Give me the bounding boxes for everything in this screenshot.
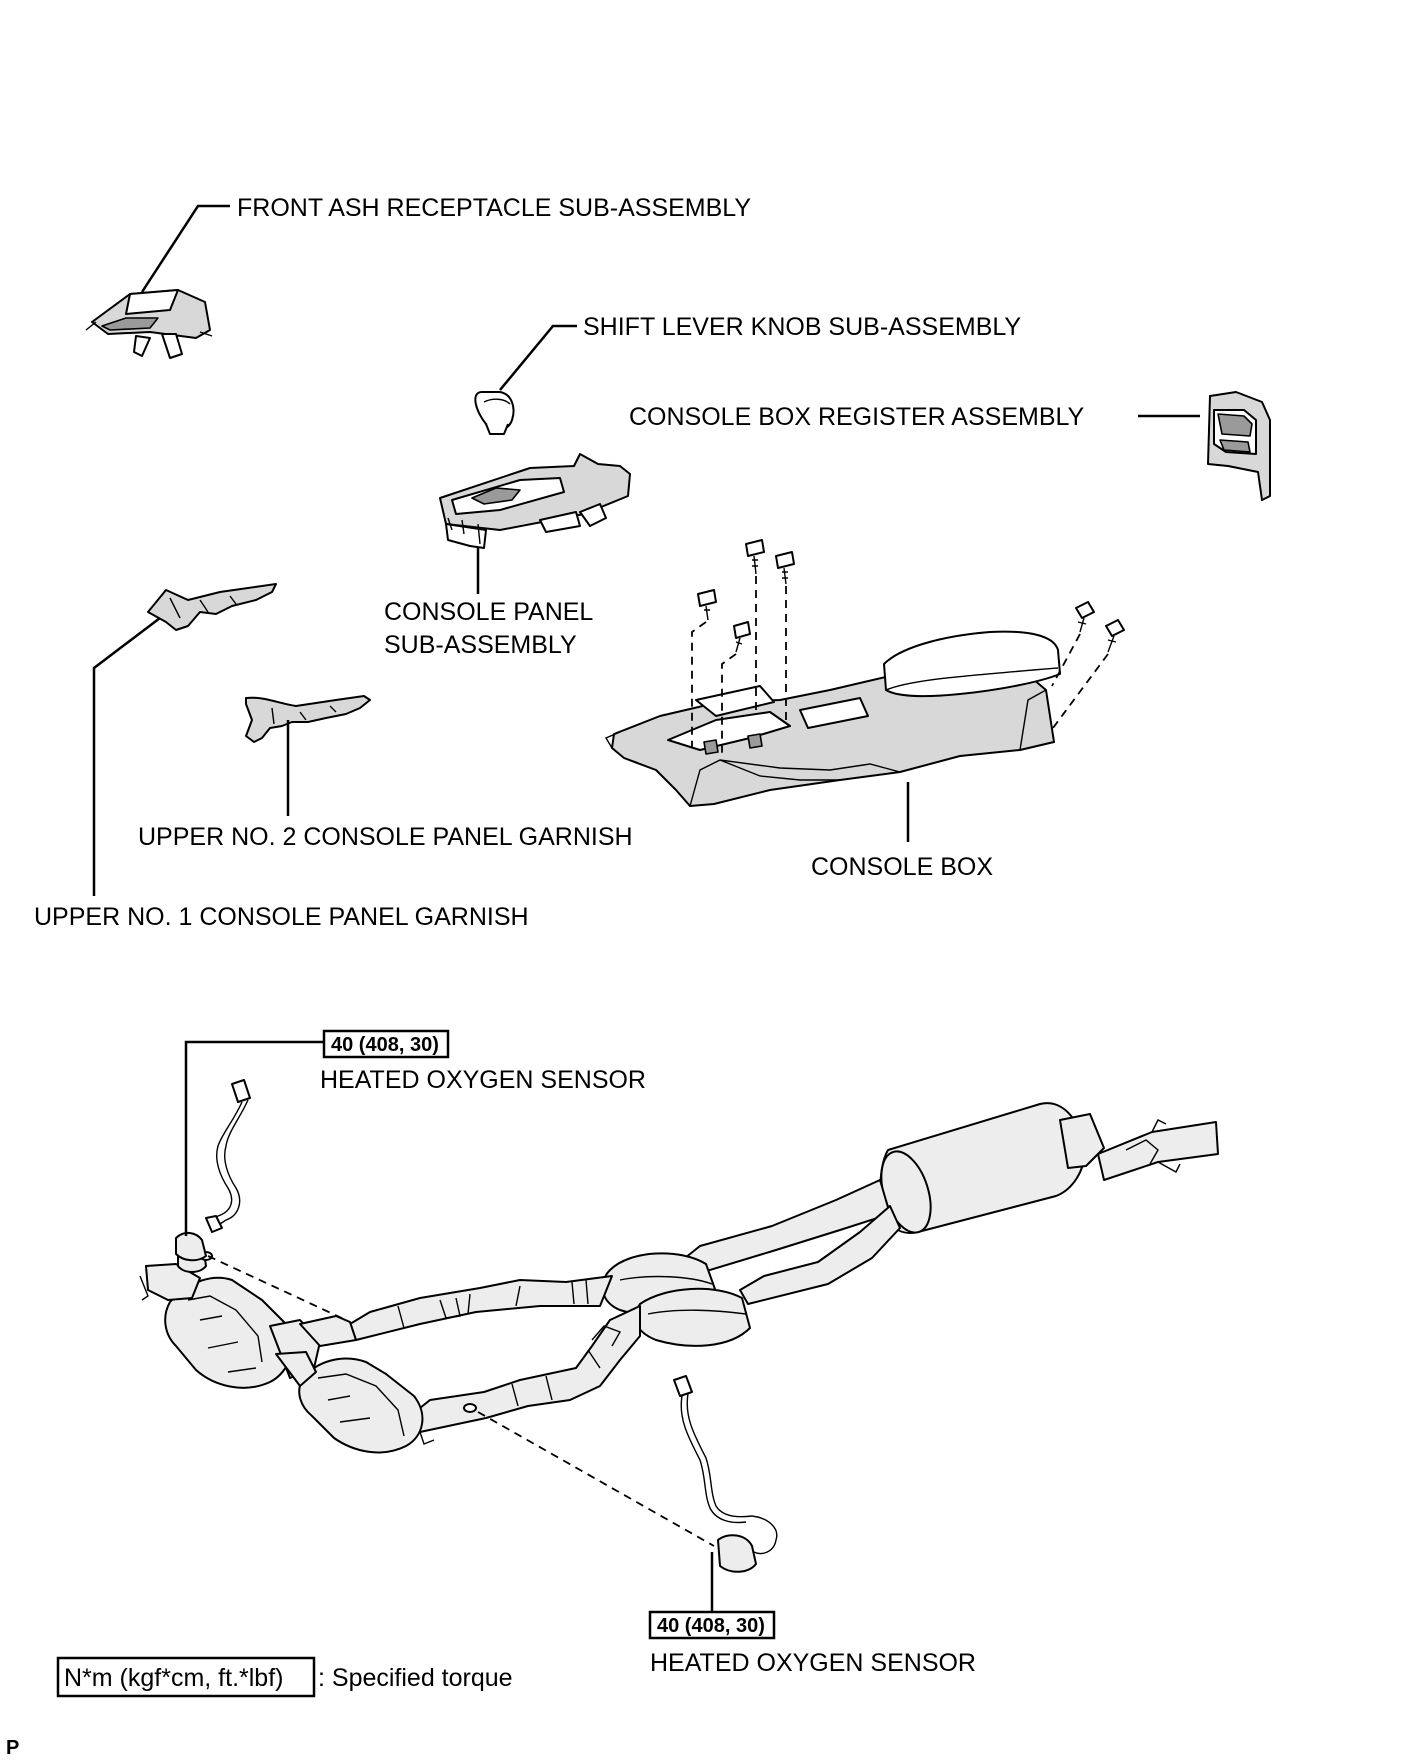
console-box-label: CONSOLE BOX xyxy=(811,853,993,881)
upper-heated-oxygen-sensor-part xyxy=(175,1079,251,1262)
legend-unit: N*m (kgf*cm, ft.*lbf) xyxy=(64,1664,283,1692)
lower-sensor-dashed-line xyxy=(477,1411,715,1547)
front-ash-receptacle-part xyxy=(85,289,213,359)
console-box-fastener-lines xyxy=(691,576,1109,756)
front-ash-receptacle-leader xyxy=(140,204,230,293)
front-ash-receptacle-label: FRONT ASH RECEPTACLE SUB-ASSEMBLY xyxy=(237,194,751,222)
shift-lever-knob-label: SHIFT LEVER KNOB SUB-ASSEMBLY xyxy=(583,313,1021,341)
upper-sensor-leader xyxy=(184,1040,324,1236)
exhaust-pipe-assembly xyxy=(139,1102,1219,1454)
console-box-part xyxy=(604,630,1061,807)
corner-code: P xyxy=(6,1737,19,1759)
upper-heated-oxygen-sensor-label: HEATED OXYGEN SENSOR xyxy=(320,1066,646,1094)
lower-heated-oxygen-sensor-part xyxy=(673,1375,778,1573)
legend-description: : Specified torque xyxy=(318,1664,513,1692)
console-panel-label-line2: SUB-ASSEMBLY xyxy=(384,631,577,659)
console-box-screws xyxy=(697,539,1125,653)
lower-heated-oxygen-sensor-label: HEATED OXYGEN SENSOR xyxy=(650,1649,976,1677)
console-panel-part xyxy=(439,453,631,549)
upper-no1-garnish-label: UPPER NO. 1 CONSOLE PANEL GARNISH xyxy=(34,903,529,931)
upper-torque-value: 40 (408, 30) xyxy=(331,1034,439,1056)
upper-no1-garnish-part xyxy=(147,583,277,631)
upper-no2-garnish-part xyxy=(245,695,371,743)
upper-no1-garnish-leader xyxy=(92,617,161,896)
shift-lever-knob-part xyxy=(474,391,515,435)
shift-lever-knob-leader xyxy=(499,324,577,391)
console-box-register-part xyxy=(1207,391,1271,501)
upper-sensor-dashed-line xyxy=(207,1255,347,1321)
legend-box xyxy=(56,1656,316,1698)
upper-torque-box xyxy=(322,1029,450,1059)
lower-torque-box xyxy=(648,1610,776,1640)
console-box-register-label: CONSOLE BOX REGISTER ASSEMBLY xyxy=(629,403,1085,431)
lower-torque-value: 40 (408, 30) xyxy=(657,1615,765,1637)
console-panel-label-line1: CONSOLE PANEL xyxy=(384,598,593,626)
upper-no2-garnish-label: UPPER NO. 2 CONSOLE PANEL GARNISH xyxy=(138,823,633,851)
